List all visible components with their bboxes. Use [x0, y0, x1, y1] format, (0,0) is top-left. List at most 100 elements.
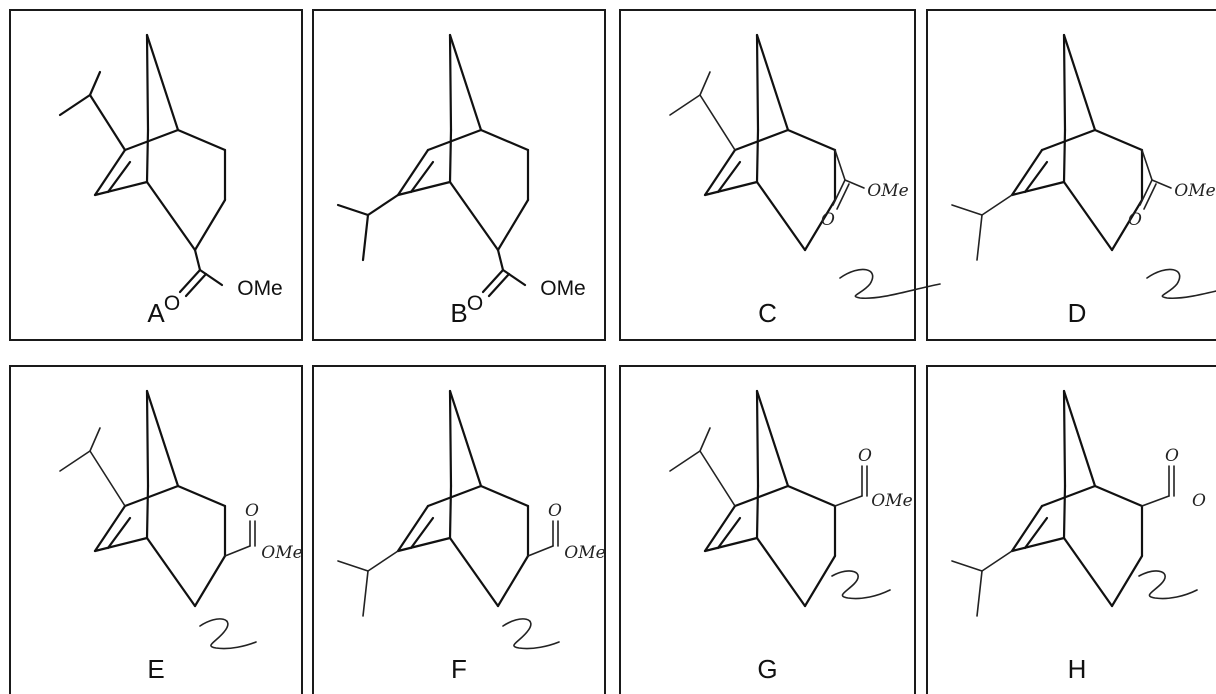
- carbonyl-oxygen: O: [467, 292, 483, 315]
- annotation-scribble: [1138, 570, 1198, 600]
- ring-bond: [703, 180, 759, 197]
- ring-bond: [426, 128, 483, 152]
- ring-bond: [396, 148, 430, 197]
- ring-bond: [479, 484, 530, 508]
- isopropyl-bond: [336, 203, 370, 217]
- isopropyl-bond: [337, 560, 369, 572]
- bridgehead-bond: [145, 128, 150, 184]
- carbonyl-oxygen: O: [858, 446, 872, 466]
- carbonyl-oxygen: O: [1128, 210, 1142, 230]
- ring-bond: [733, 484, 790, 508]
- ester-methoxy: OMe: [564, 543, 605, 563]
- carbonyl-bond: [249, 520, 256, 547]
- isopropyl-bond: [699, 94, 736, 151]
- ring-bond: [93, 504, 127, 553]
- isopropyl-bond: [89, 427, 101, 452]
- bridge-bond: [448, 33, 483, 132]
- bridge-bond: [145, 33, 180, 132]
- ring-bond: [1010, 504, 1044, 553]
- ring-bond: [755, 180, 807, 252]
- annotation-scribble: [831, 570, 891, 600]
- bridgehead-bond: [755, 128, 760, 184]
- panel-label: H: [1068, 654, 1087, 684]
- carbonyl-oxygen: O: [821, 210, 835, 230]
- ring-bond: [1062, 536, 1114, 608]
- ester-bond: [501, 268, 527, 287]
- ring-bond: [803, 554, 837, 608]
- ester-bond: [844, 179, 865, 189]
- ring-bond: [145, 536, 197, 608]
- ring-bond: [145, 180, 197, 252]
- ring-bond: [396, 180, 452, 197]
- ring-bond: [123, 128, 180, 152]
- isopropyl-bond: [976, 570, 983, 617]
- isopropyl-bond: [981, 194, 1013, 216]
- ring-bond: [1040, 484, 1097, 508]
- isopropyl-bond: [951, 204, 983, 216]
- isopropyl-bond: [89, 450, 126, 507]
- ester-bond: [496, 248, 505, 272]
- ring-bond: [1010, 148, 1044, 197]
- ring-bond: [703, 504, 737, 553]
- ester-bond: [1141, 495, 1170, 507]
- ring-bond: [396, 504, 430, 553]
- ring-bond: [193, 198, 227, 252]
- ring-bond: [1093, 484, 1144, 508]
- carbonyl-oxygen: O: [245, 501, 259, 521]
- ring-bond: [1010, 180, 1066, 197]
- ring-bond: [93, 148, 127, 197]
- carbonyl-bond: [552, 520, 559, 547]
- alkene-bond: [716, 516, 742, 550]
- annotation-scribble: [199, 618, 257, 650]
- ester-methoxy: OMe: [237, 277, 283, 300]
- ring-bond: [93, 180, 149, 197]
- isopropyl-bond: [669, 94, 701, 116]
- ring-bond: [448, 180, 500, 252]
- ester-bond: [193, 248, 202, 272]
- ring-bond: [1062, 180, 1114, 252]
- bridge-bond: [755, 389, 760, 488]
- ring-bond: [1010, 536, 1066, 553]
- panel-label: F: [451, 654, 467, 684]
- ring-bond: [703, 148, 737, 197]
- bridge-bond: [1062, 389, 1067, 488]
- isopropyl-bond: [88, 70, 102, 97]
- panel-label: C: [758, 298, 777, 328]
- bridgehead-bond: [448, 128, 453, 184]
- carbonyl-bond: [832, 179, 850, 210]
- isopropyl-bond: [88, 93, 127, 152]
- panel-frame: [312, 365, 606, 694]
- ring-bond: [755, 536, 807, 608]
- ring-bond: [1110, 554, 1144, 608]
- alkene-bond: [106, 516, 132, 550]
- ester-methoxy: OMe: [1174, 181, 1215, 201]
- ring-bond: [93, 536, 149, 553]
- carbonyl-oxygen: O: [164, 292, 180, 315]
- isopropyl-bond: [59, 450, 91, 472]
- alkene-bond: [409, 516, 435, 550]
- alkene-bond: [1023, 516, 1049, 550]
- panel-frame: [926, 365, 1216, 694]
- isopropyl-bond: [669, 450, 701, 472]
- bridge-bond: [755, 33, 790, 132]
- isopropyl-bond: [58, 93, 92, 117]
- ring-bond: [786, 128, 837, 152]
- alkene-bond: [716, 160, 742, 194]
- isopropyl-bond: [361, 213, 370, 262]
- bridge-bond: [1062, 33, 1067, 132]
- isopropyl-bond: [366, 193, 400, 217]
- isopropyl-bond: [699, 450, 736, 507]
- panel-h: OOH: [926, 365, 1216, 694]
- ring-bond: [193, 554, 227, 608]
- annotation-scribble: [1146, 268, 1216, 300]
- carbonyl-bond: [1139, 179, 1157, 210]
- carbonyl-bond: [481, 268, 505, 294]
- panel-frame: [926, 9, 1216, 341]
- isopropyl-bond: [981, 550, 1013, 572]
- ester-bond: [834, 149, 846, 181]
- carbonyl-bond: [1168, 465, 1175, 497]
